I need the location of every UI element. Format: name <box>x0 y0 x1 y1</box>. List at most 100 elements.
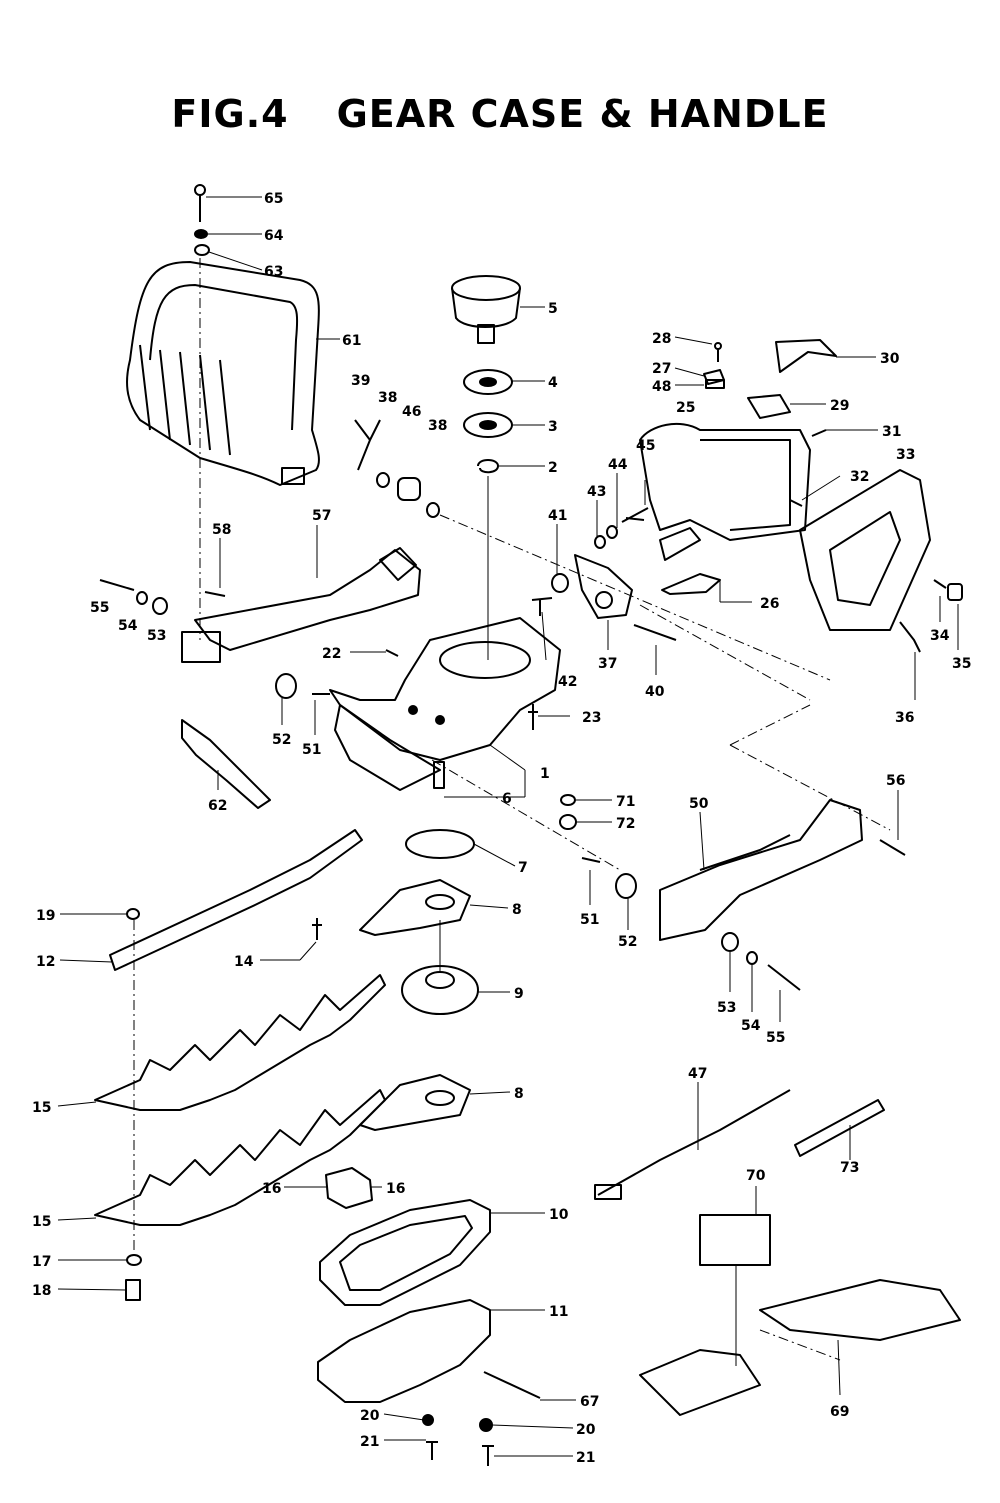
screw-58 <box>204 591 226 597</box>
callout-21b: 21 <box>576 1450 595 1466</box>
bracket-mount-57 <box>181 631 221 663</box>
callout-73: 73 <box>840 1160 859 1176</box>
screw-32 <box>789 499 803 507</box>
washer-64 <box>194 229 208 239</box>
callout-55b: 55 <box>766 1030 785 1046</box>
spacer-46 <box>397 477 421 501</box>
damper-52b <box>615 873 637 899</box>
bracket-57 <box>194 547 421 651</box>
spring-31 <box>811 429 827 437</box>
screw-36 <box>899 621 921 653</box>
leader-15a <box>57 1101 97 1107</box>
washer-44 <box>606 525 618 539</box>
washer-71 <box>560 794 576 806</box>
callout-14: 14 <box>234 954 254 970</box>
leader-63 <box>208 251 263 271</box>
callout-46: 46 <box>402 404 421 420</box>
wing-bolt-39 <box>354 419 381 471</box>
callout-55a: 55 <box>90 600 109 616</box>
callout-18: 18 <box>32 1283 51 1299</box>
callout-15b: 15 <box>32 1214 51 1230</box>
plate-48 <box>705 379 725 389</box>
plug-67 <box>483 1371 541 1399</box>
washer-63 <box>194 244 210 256</box>
leader-20a <box>383 1413 425 1421</box>
callout-31: 31 <box>882 424 901 440</box>
rear-handle-25 <box>639 422 811 561</box>
callout-19: 19 <box>36 908 55 924</box>
cap-35 <box>947 583 963 601</box>
washer-20b <box>479 1418 493 1432</box>
screw-28 <box>714 342 722 362</box>
callout-34: 34 <box>930 628 950 644</box>
callout-38b: 38 <box>428 418 447 434</box>
cover-11 <box>317 1299 491 1403</box>
callout-71: 71 <box>616 794 635 810</box>
callout-40: 40 <box>645 684 665 700</box>
throttle-cable-47 <box>594 1089 791 1200</box>
handle-stay-33 <box>799 469 931 631</box>
washer-17 <box>126 1254 142 1266</box>
callout-10: 10 <box>549 1207 569 1223</box>
callout-43: 43 <box>587 484 606 500</box>
callout-3: 3 <box>548 419 558 435</box>
callout-20b: 20 <box>576 1422 596 1438</box>
leader-7 <box>473 843 516 867</box>
callout-7: 7 <box>518 860 528 876</box>
callout-72: 72 <box>616 816 635 832</box>
callout-1: 1 <box>540 766 550 782</box>
throttle-trigger-30 <box>775 339 837 373</box>
callout-48: 48 <box>652 379 671 395</box>
callout-28: 28 <box>652 331 671 347</box>
callout-45: 45 <box>636 438 655 454</box>
callout-32: 32 <box>850 469 869 485</box>
callout-15a: 15 <box>32 1100 51 1116</box>
callout-58: 58 <box>212 522 231 538</box>
pin-42 <box>531 597 553 616</box>
callout-39: 39 <box>351 373 370 389</box>
callout-20a: 20 <box>360 1408 380 1424</box>
bolt-55a <box>99 579 135 591</box>
washer-20a <box>422 1414 434 1426</box>
bolt-40 <box>633 624 677 641</box>
screw-21a <box>426 1441 438 1460</box>
leader-50 <box>699 811 705 871</box>
clutch-drum-5 <box>451 275 521 344</box>
collar-51b <box>581 857 601 863</box>
bolt-55b <box>767 964 801 991</box>
lever-37 <box>574 554 633 619</box>
callout-25: 25 <box>676 400 695 416</box>
leader-15b <box>57 1217 97 1221</box>
leader-20b <box>491 1424 574 1429</box>
pin-6 <box>433 761 445 789</box>
screw-14 <box>312 918 322 940</box>
callout-51b: 51 <box>580 912 599 928</box>
tube-73 <box>794 1099 885 1157</box>
guide-block-16 <box>325 1167 373 1209</box>
figure-number: FIG.4 <box>171 92 289 136</box>
callout-33: 33 <box>896 447 915 463</box>
callout-67: 67 <box>580 1394 599 1410</box>
callout-22: 22 <box>322 646 341 662</box>
callout-52b: 52 <box>618 934 637 950</box>
washer-43 <box>594 535 606 549</box>
blade-15a <box>94 974 386 1111</box>
disc-7 <box>405 829 475 859</box>
bolt-23 <box>528 704 538 730</box>
crank-plate-8a <box>359 879 471 936</box>
screw-21b <box>482 1445 494 1466</box>
blade-15b <box>94 1089 386 1226</box>
leader-69 <box>837 1339 841 1396</box>
callout-17: 17 <box>32 1254 51 1270</box>
callout-42: 42 <box>558 674 577 690</box>
callout-29: 29 <box>830 398 849 414</box>
label-70 <box>699 1214 771 1266</box>
o-ring-41 <box>551 573 569 593</box>
axis-line-lever-c <box>729 744 891 831</box>
bearing-3 <box>463 412 513 438</box>
callout-4: 4 <box>548 375 558 391</box>
leader-8a <box>469 904 509 909</box>
gear-9 <box>401 965 479 1015</box>
